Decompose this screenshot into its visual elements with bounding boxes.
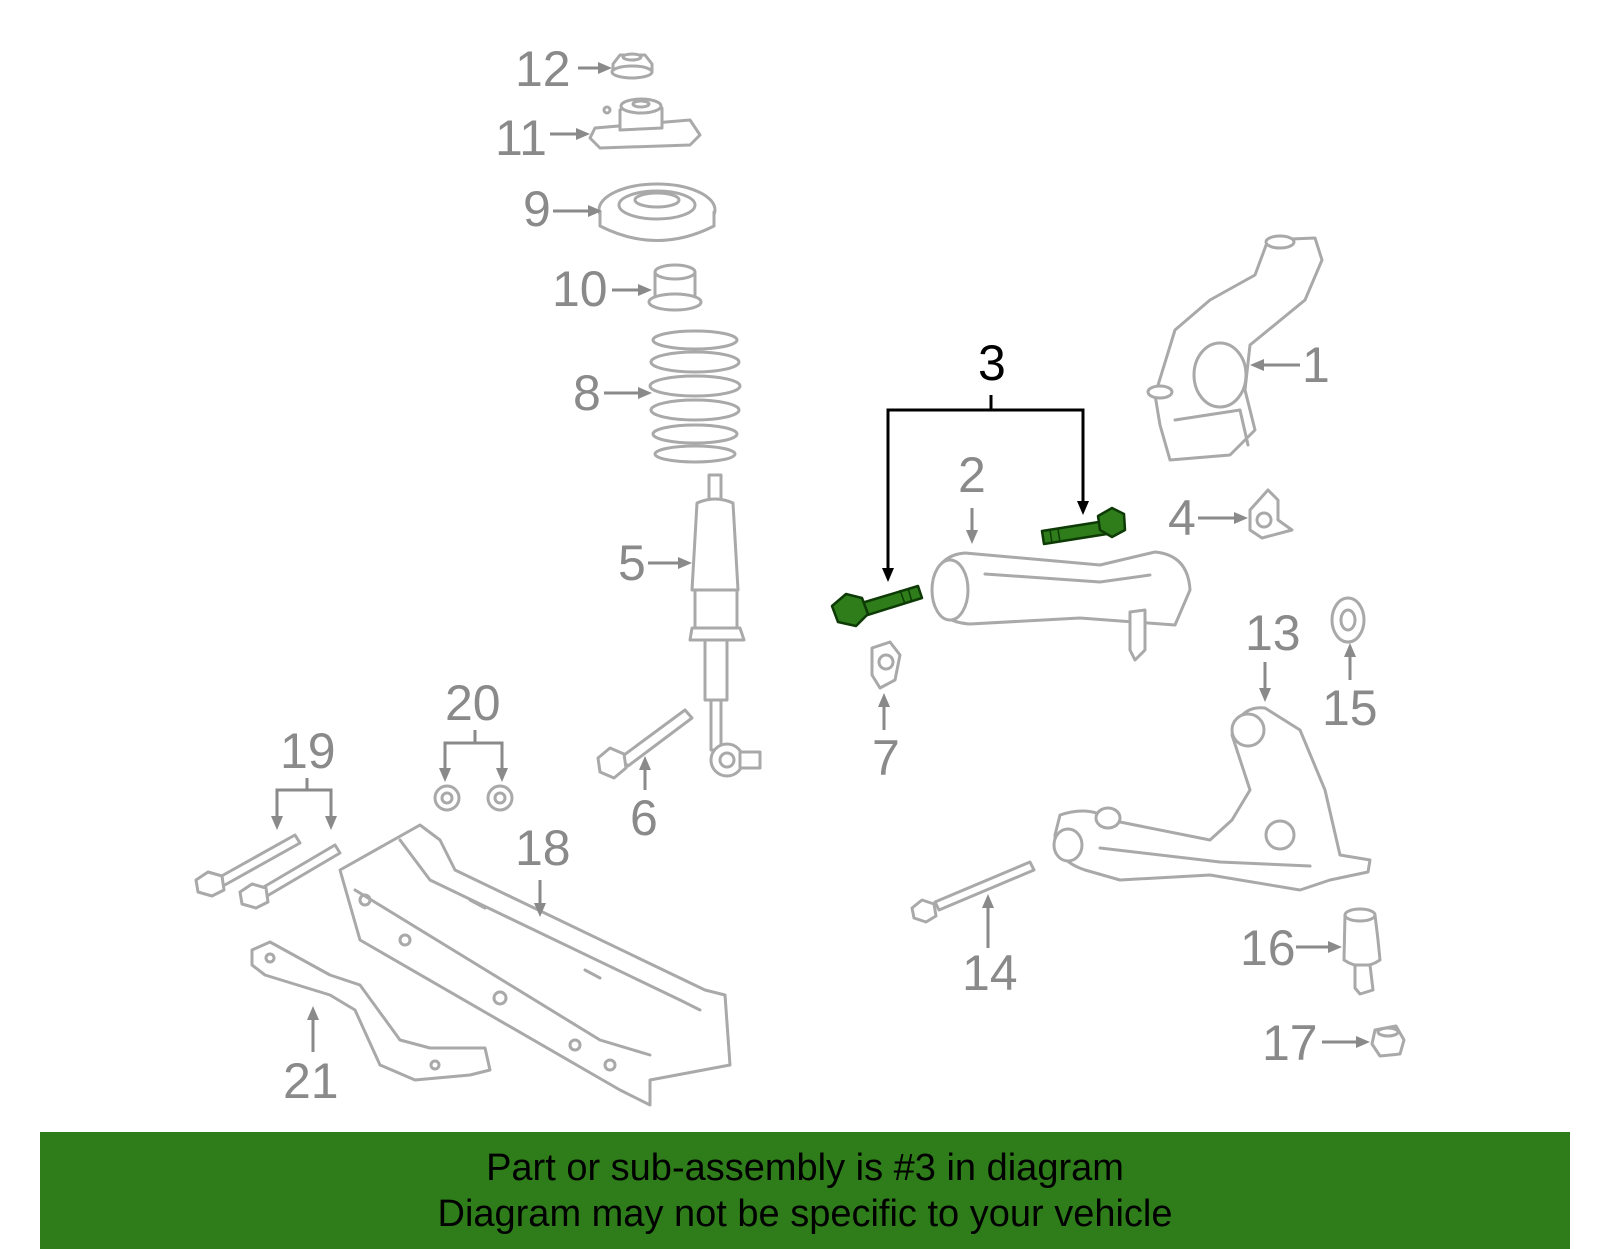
callout-8: 8 [573,365,652,421]
part-17-nut [1370,1024,1406,1058]
part-12-nut [610,52,654,80]
part-9-spring-seat [597,182,717,242]
svg-text:1: 1 [1302,337,1330,393]
svg-text:17: 17 [1262,1015,1318,1071]
part-3-cam-bolt-rear[interactable] [1040,506,1127,546]
callout-20: 20 [439,675,508,782]
svg-text:18: 18 [515,820,571,876]
callout-9: 9 [523,181,602,237]
svg-text:21: 21 [283,1053,339,1109]
banner-line-part: Part or sub-assembly is #3 in diagram [486,1146,1124,1189]
part-6-bolt [596,708,694,780]
banner-line-disclaimer: Diagram may not be specific to your vehi… [437,1192,1173,1235]
callout-15: 15 [1322,643,1378,736]
svg-text:13: 13 [1245,605,1301,661]
svg-text:11: 11 [495,110,547,166]
svg-text:2: 2 [958,447,986,503]
svg-text:20: 20 [445,675,501,731]
callout-6: 6 [630,756,658,846]
callout-17: 17 [1262,1015,1370,1071]
svg-text:15: 15 [1322,680,1378,736]
callout-1: 1 [1250,337,1330,393]
part-8-coil-spring [648,329,742,464]
callout-12: 12 [515,41,612,97]
part-5-shock-absorber [688,473,762,778]
callout-5: 5 [618,535,692,591]
callout-10: 10 [552,261,652,317]
svg-text:10: 10 [552,261,608,317]
part-10-bumper [647,263,703,312]
callout-19: 19 [271,723,337,830]
part-14-long-bolt [910,860,1036,924]
callout-3: 3 [882,335,1089,582]
callout-2: 2 [958,447,986,544]
callout-7: 7 [872,693,900,786]
svg-text:6: 6 [630,790,658,846]
callout-14: 14 [962,894,1018,1001]
callout-11: 11 [495,110,590,166]
part-2-upper-control-arm [930,550,1192,662]
svg-text:4: 4 [1168,490,1196,546]
info-banner: Part or sub-assembly is #3 in diagram Di… [40,1132,1570,1249]
part-11-upper-mount [588,97,702,150]
callout-13: 13 [1245,605,1301,702]
svg-text:9: 9 [523,181,551,237]
part-15-washer [1330,596,1366,644]
part-13-lower-control-arm [1052,706,1372,892]
svg-text:19: 19 [280,723,336,779]
part-3-cam-bolt-front[interactable] [830,584,924,628]
suspension-parts-diagram: 12 11 9 10 [194,41,1406,1109]
svg-text:16: 16 [1240,920,1296,976]
part-21-brace [250,940,492,1082]
callout-4: 4 [1168,490,1248,546]
svg-text:12: 12 [515,41,571,97]
part-16-ball-joint [1342,907,1382,996]
part-4-bracket [1248,488,1294,540]
part-1-steering-knuckle [1146,234,1324,462]
part-7-cam-washer [870,640,902,690]
svg-text:14: 14 [962,945,1018,1001]
svg-text:3: 3 [978,335,1006,391]
part-18-crossmember [338,823,732,1107]
callout-21: 21 [283,1006,339,1109]
callout-16: 16 [1240,920,1342,976]
callout-18: 18 [515,820,571,917]
part-19-bolts [194,833,342,910]
part-20-nuts [433,784,514,812]
svg-text:8: 8 [573,365,601,421]
svg-text:5: 5 [618,535,646,591]
svg-text:7: 7 [872,730,900,786]
